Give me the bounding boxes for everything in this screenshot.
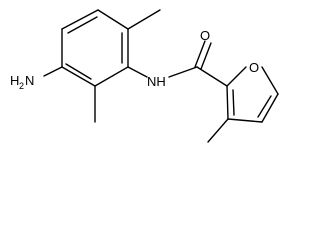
molecule-structure: H 2 N NH O O <box>10 9 279 143</box>
bond-furan-4 <box>227 118 263 123</box>
bond-ring-inner-3 <box>65 63 92 80</box>
bond-nh-to-carbonyl <box>168 66 198 78</box>
bond-furan-methyl <box>207 118 229 143</box>
bond-carbonyl-double-2 <box>200 42 212 70</box>
bond-ring-2 <box>97 9 129 30</box>
amine-h: H <box>10 73 19 88</box>
bond-furan-inner-1 <box>232 89 235 116</box>
bond-ring-inner-1 <box>67 16 98 34</box>
bond-ring-to-amine <box>43 66 63 77</box>
benzene-ring <box>61 9 129 87</box>
bond-carbonyl-double-1 <box>194 40 206 68</box>
bond-furan-3 <box>261 93 279 123</box>
amine-label: H 2 N <box>10 73 34 91</box>
bond-ring-5 <box>61 66 96 87</box>
bond-ring-4 <box>94 66 129 87</box>
furan-oxygen-label: O <box>249 60 259 75</box>
amine-subscript: 2 <box>19 81 24 91</box>
bond-furan-1 <box>226 66 247 87</box>
bond-furan-inner-2 <box>257 95 272 118</box>
furan-ring <box>226 66 279 123</box>
bond-ring-1 <box>61 9 99 30</box>
carbonyl-oxygen-label: O <box>200 28 210 43</box>
bond-furan-2 <box>261 66 279 95</box>
amide-nh-label: NH <box>147 74 166 89</box>
amine-n: N <box>25 73 34 88</box>
bond-carbonyl-to-furan <box>196 66 228 87</box>
bond-furan-5 <box>226 85 229 120</box>
bond-ring-to-nh <box>127 66 148 78</box>
bond-methyl-top <box>127 9 161 30</box>
